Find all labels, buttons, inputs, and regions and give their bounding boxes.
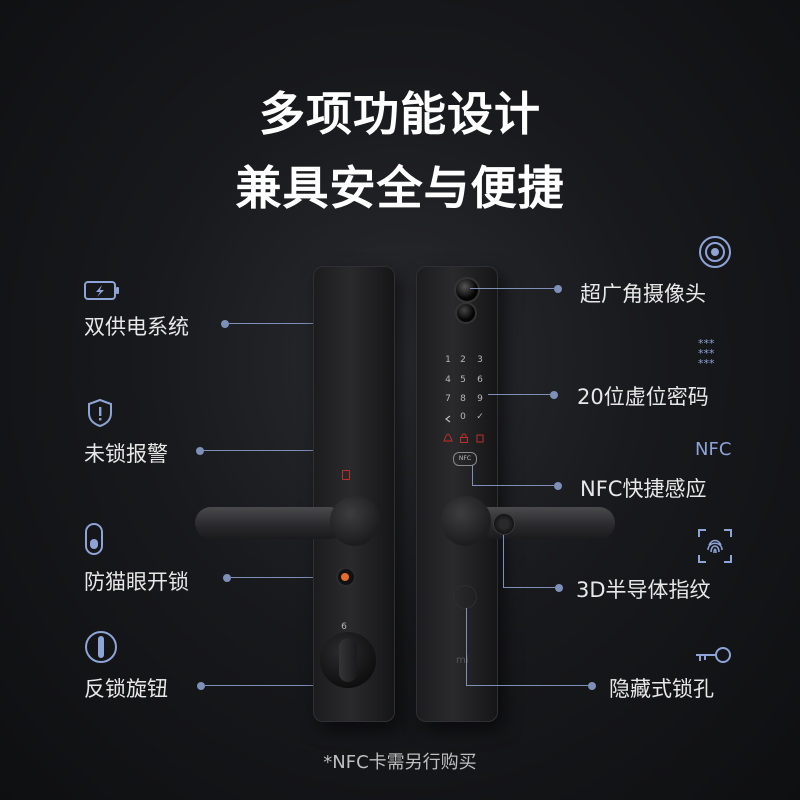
callout-line — [503, 535, 504, 587]
page-title: 多项功能设计 — [259, 87, 541, 141]
handle-hub-front — [441, 496, 491, 546]
keypad-key[interactable]: 7 — [445, 394, 451, 404]
keypad-key[interactable]: ✓ — [476, 412, 484, 422]
lock-indicator-icon — [460, 433, 468, 443]
callout-dot — [197, 682, 205, 690]
svg-text:***: *** — [698, 357, 715, 368]
keypad-key[interactable]: 9 — [477, 394, 483, 404]
callout-line — [231, 577, 341, 578]
battery-icon — [84, 281, 119, 300]
callout-line — [472, 465, 473, 485]
key-icon — [696, 647, 731, 663]
keypad-key[interactable]: 5 — [460, 375, 466, 385]
callout-line — [229, 323, 344, 324]
fingerprint-icon — [698, 529, 732, 563]
handle-hub-back — [330, 496, 380, 546]
camera-lens-2 — [455, 302, 477, 324]
peephole-cover — [336, 567, 356, 587]
feature-hidden-keyhole: 隐藏式锁孔 — [609, 677, 714, 701]
keypad-key[interactable]: 2 — [460, 355, 466, 365]
callout-line — [470, 288, 554, 289]
callout-line — [204, 450, 340, 451]
feature-dual-power: 双供电系统 — [84, 315, 189, 339]
nfc-icon: NFC — [695, 439, 732, 460]
callout-dot — [196, 447, 204, 455]
brand-logo: mi — [456, 655, 469, 666]
footnote: *NFC卡需另行购买 — [323, 752, 477, 773]
keypad-key[interactable]: 0 — [460, 412, 466, 422]
callout-dot — [221, 320, 229, 328]
alarm-led — [342, 470, 350, 480]
doorbell-icon[interactable] — [443, 433, 453, 443]
hidden-keyhole — [453, 585, 477, 609]
callout-line — [205, 685, 339, 686]
battery-low-icon — [476, 434, 484, 443]
feature-unlock-alarm: 未锁报警 — [84, 442, 168, 466]
keypad-key[interactable]: 3 — [477, 355, 483, 365]
callout-line — [503, 587, 555, 588]
feature-wide-camera: 超广角摄像头 — [580, 282, 706, 306]
callout-line — [466, 685, 588, 686]
keypad-key[interactable]: 8 — [460, 394, 466, 404]
feature-virtual-password: 20位虚位密码 — [577, 385, 709, 409]
peephole-icon — [85, 523, 103, 555]
keypad-key[interactable]: 1 — [445, 355, 451, 365]
camera-lens-1 — [454, 277, 480, 303]
knob-icon — [85, 631, 117, 663]
keypad-key[interactable]: 6 — [477, 375, 483, 385]
callout-dot — [554, 482, 562, 490]
callout-line — [488, 394, 550, 395]
feature-nfc: NFC快捷感应 — [580, 477, 707, 501]
lock-front-panel — [416, 266, 498, 722]
callout-dot — [555, 584, 563, 592]
svg-text:***: *** — [698, 338, 715, 350]
feature-deadbolt-knob: 反锁旋钮 — [84, 677, 168, 701]
back-key-icon[interactable] — [443, 414, 453, 424]
feature-anti-peephole: 防猫眼开锁 — [84, 570, 189, 594]
lever-handle-front — [468, 507, 615, 539]
nfc-badge[interactable]: NFC — [453, 452, 477, 466]
camera-icon — [699, 236, 731, 268]
feature-3d-fingerprint: 3D半导体指纹 — [576, 578, 711, 602]
callout-dot — [550, 391, 558, 399]
password-stars-icon: *** *** *** — [698, 338, 715, 368]
fingerprint-sensor[interactable] — [493, 513, 515, 535]
keypad-key[interactable]: 4 — [445, 375, 451, 385]
deadbolt-knob — [320, 632, 376, 688]
callout-dot — [223, 574, 231, 582]
knob-mark: 6 — [341, 622, 347, 632]
shield-alert-icon — [88, 398, 112, 428]
callout-dot — [554, 285, 562, 293]
page-subtitle: 兼具安全与便捷 — [235, 161, 565, 215]
callout-dot — [588, 682, 596, 690]
callout-line — [472, 485, 554, 486]
callout-line — [466, 608, 467, 685]
svg-text:***: *** — [698, 347, 715, 360]
lever-handle-back — [195, 507, 345, 539]
